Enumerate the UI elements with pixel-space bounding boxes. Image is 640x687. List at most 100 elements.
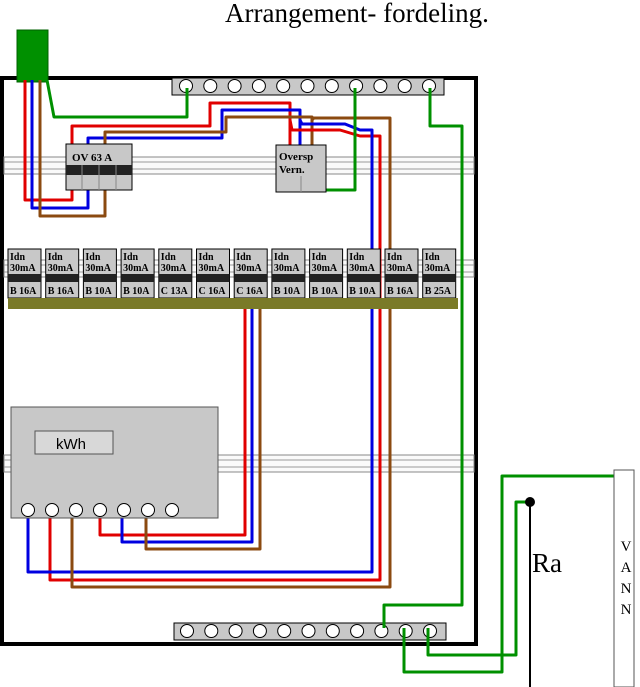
wire-meter-brown — [144, 308, 262, 551]
terminal-block-bottom — [173, 622, 447, 641]
terminal-screw — [227, 79, 242, 93]
terminal-screw — [276, 79, 291, 93]
wire-earth-main — [382, 88, 464, 628]
breaker-rating: B 16A — [387, 286, 414, 297]
breaker-rating: B 10A — [85, 286, 112, 297]
breaker-rating: C 13A — [161, 286, 189, 297]
terminal-screw — [373, 79, 388, 93]
meter-terminal — [165, 503, 179, 517]
wire-meter-blue — [120, 308, 254, 544]
wire-incoming-brown — [38, 80, 107, 218]
terminal-screw — [300, 79, 315, 93]
terminal-screw — [398, 624, 413, 638]
breaker-label-top: Idn — [425, 252, 440, 263]
kwh-meter-label: kWh — [56, 436, 86, 453]
breaker-label-current: 30mA — [387, 263, 413, 274]
terminal-screw — [397, 79, 412, 93]
incoming-cable — [16, 29, 49, 83]
breaker-rating: B 25A — [425, 286, 452, 297]
terminal-screw — [423, 624, 437, 638]
breaker-rating: C 16A — [199, 286, 227, 297]
breaker-label-top: Idn — [10, 252, 25, 263]
breaker-label-top: Idn — [199, 252, 214, 263]
terminal-screw — [204, 624, 219, 638]
water-pipe-label: V A N N — [618, 537, 634, 621]
main-switch-label: OV 63 A — [72, 152, 112, 164]
breaker-label-top: Idn — [161, 252, 176, 263]
breaker-label-top: Idn — [312, 252, 327, 263]
wire-earth-rod — [426, 500, 530, 657]
meter-terminal — [21, 503, 35, 517]
wire-meter-red — [98, 308, 247, 537]
earth-electrode-label: Ra — [532, 548, 562, 578]
terminal-screw — [301, 624, 316, 638]
surge-protector-label-2: Vern. — [279, 164, 305, 176]
breaker-label-top: Idn — [48, 252, 63, 263]
surge-protector-label-1: Oversp — [279, 151, 313, 163]
meter-terminal — [141, 503, 155, 517]
meter-terminal — [93, 503, 107, 517]
main-switch: OV 63 A — [65, 143, 133, 191]
wire-feed-blue — [26, 119, 374, 574]
breaker-label-current: 30mA — [85, 263, 111, 274]
terminal-screw — [252, 624, 267, 638]
surge-protector: Oversp Vern. — [275, 144, 327, 193]
water-pipe-letter: A — [620, 560, 632, 576]
kwh-meter: kWh — [10, 406, 219, 519]
breaker-rating: B 10A — [123, 286, 150, 297]
wire-earth-water — [402, 474, 622, 674]
wiring — [23, 79, 622, 674]
breaker-label-top: Idn — [274, 252, 289, 263]
breaker-rating: B 10A — [274, 286, 301, 297]
terminal-screw — [325, 624, 340, 638]
water-pipe — [613, 469, 635, 687]
water-pipe-letter: N — [620, 602, 632, 618]
breaker-rating: C 16A — [236, 286, 264, 297]
breaker-rating: B 16A — [48, 286, 75, 297]
terminal-screw — [203, 79, 218, 93]
meter-terminal — [117, 503, 131, 517]
terminal-screw — [251, 79, 266, 93]
wire-main-brown — [103, 115, 314, 146]
breaker-label-current: 30mA — [349, 263, 375, 274]
wire-surge-earth — [325, 88, 357, 192]
breaker-label-top: Idn — [387, 252, 402, 263]
terminal-screw — [180, 624, 194, 638]
terminal-screw — [350, 624, 365, 638]
breaker-label-current: 30mA — [48, 263, 74, 274]
earth-electrode — [525, 497, 535, 687]
terminal-screw — [277, 624, 292, 638]
breaker-rating: B 10A — [349, 286, 376, 297]
wire-feed-brown — [70, 116, 392, 589]
breaker-label-current: 30mA — [199, 263, 225, 274]
breaker-label-current: 30mA — [123, 263, 149, 274]
terminal-block-top — [171, 77, 445, 96]
breaker-label-current: 30mA — [425, 263, 451, 274]
terminal-screw — [324, 79, 339, 93]
breaker-label-current: 30mA — [161, 263, 187, 274]
breaker-rating: B 10A — [312, 286, 339, 297]
breaker-label-current: 30mA — [236, 263, 262, 274]
terminal-screw — [374, 624, 389, 638]
breaker-label-current: 30mA — [312, 263, 338, 274]
wire-incoming-earth — [45, 79, 189, 119]
breaker-label-top: Idn — [349, 252, 364, 263]
breaker-label-top: Idn — [123, 252, 138, 263]
breaker-label-current: 30mA — [274, 263, 300, 274]
breaker-label-top: Idn — [85, 252, 100, 263]
meter-terminal — [69, 503, 83, 517]
meter-terminal — [45, 503, 59, 517]
breaker-label-current: 30mA — [10, 263, 36, 274]
